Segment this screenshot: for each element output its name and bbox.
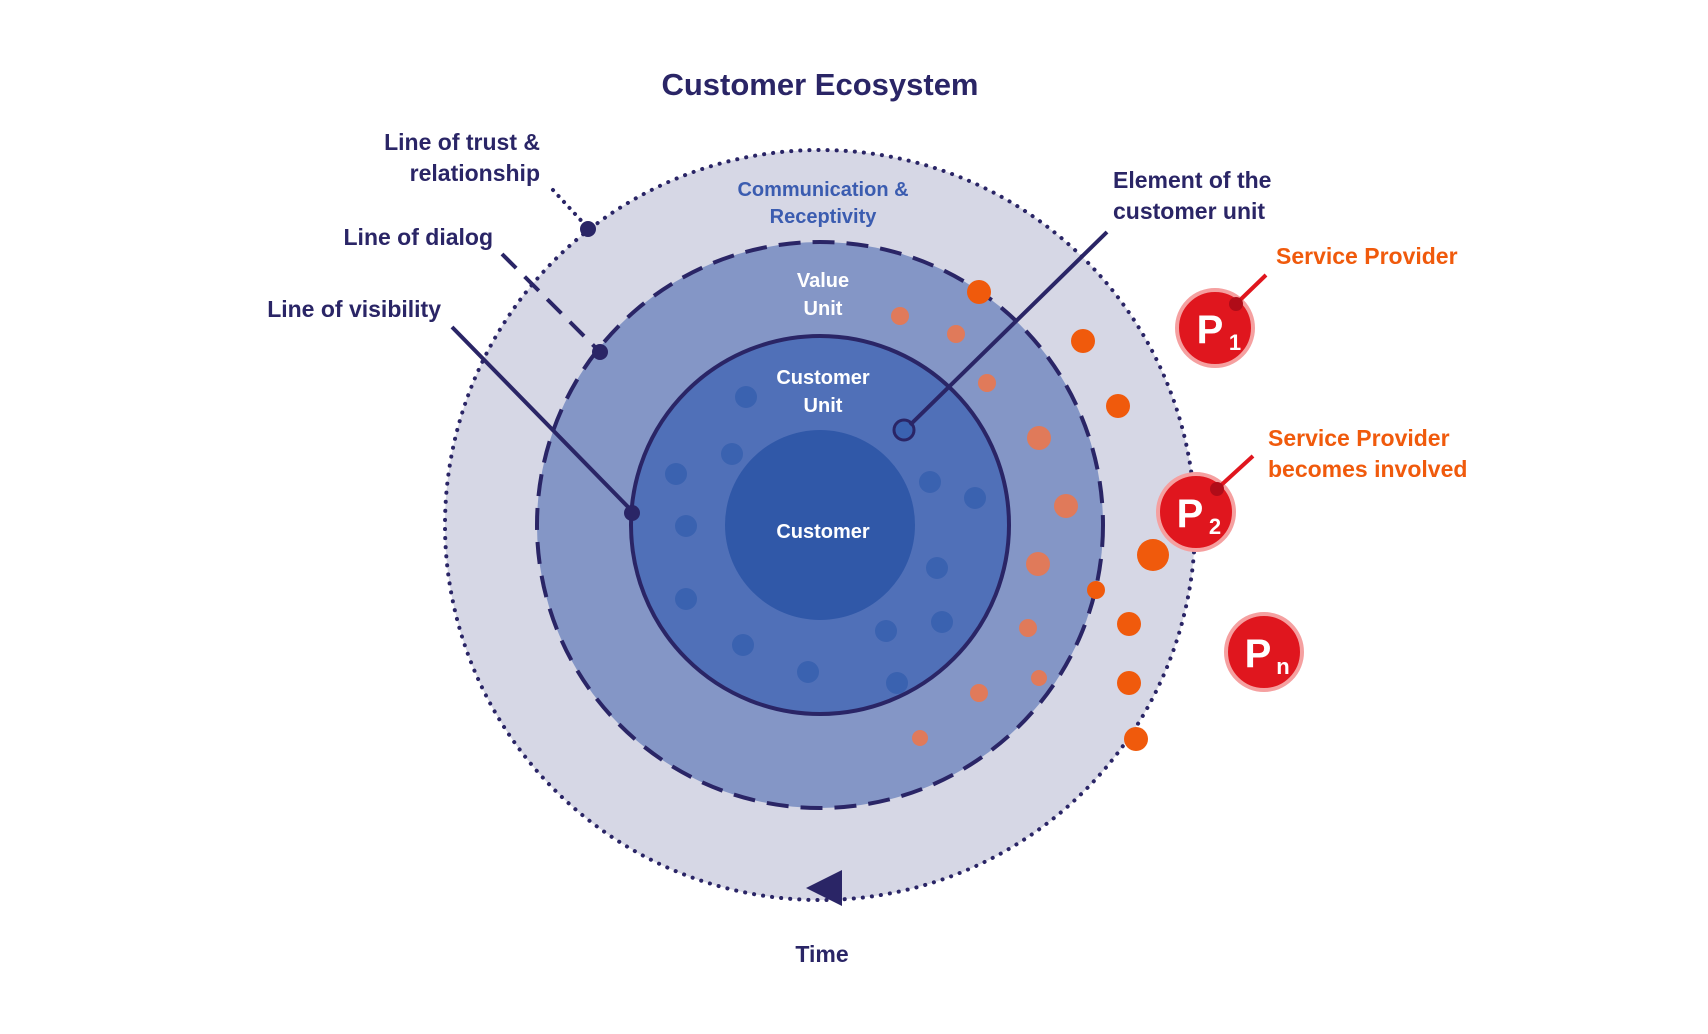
diagram-title: Customer Ecosystem xyxy=(661,67,978,102)
provider-dot xyxy=(1087,581,1105,599)
provider-pn-circle xyxy=(1224,612,1304,692)
provider-dot xyxy=(1117,671,1141,695)
p2-marker xyxy=(1210,482,1224,496)
provider-dot xyxy=(1137,539,1169,571)
customer-unit-dots xyxy=(665,386,986,694)
unit-dot xyxy=(886,672,908,694)
unit-dot xyxy=(665,463,687,485)
time-label: Time xyxy=(795,941,848,967)
provider-p2-letter: P xyxy=(1177,492,1204,536)
line-of-trust-label-1: Line of trust & xyxy=(384,129,540,155)
element-label-1: Element of the xyxy=(1113,167,1271,193)
service-provider-label: Service Provider xyxy=(1276,243,1458,269)
unit-dot xyxy=(964,487,986,509)
provider-dot xyxy=(1071,329,1095,353)
unit-dot xyxy=(875,620,897,642)
service-involved-label-2: becomes involved xyxy=(1268,456,1467,482)
dialog-leader xyxy=(500,252,600,352)
p1-marker xyxy=(1229,297,1243,311)
value-dot xyxy=(1027,426,1051,450)
provider-dot xyxy=(1106,394,1130,418)
customer-core xyxy=(725,430,915,620)
value-dot xyxy=(912,730,928,746)
unit-dot xyxy=(735,386,757,408)
provider-dot xyxy=(1117,612,1141,636)
p2-leader xyxy=(1216,454,1255,490)
element-dot xyxy=(892,418,916,442)
time-arrow-icon xyxy=(806,870,842,906)
unit-dot xyxy=(931,611,953,633)
unit-dot xyxy=(675,515,697,537)
visibility-leader xyxy=(450,325,634,513)
value-dot xyxy=(891,307,909,325)
line-of-visibility-label: Line of visibility xyxy=(267,296,441,322)
value-ring-dots xyxy=(891,307,1078,746)
value-unit-label-2: Unit xyxy=(804,298,843,320)
value-unit-label-1: Value xyxy=(797,270,849,292)
communication-label-2: Receptivity xyxy=(770,206,878,228)
provider-pn-sub: n xyxy=(1276,654,1289,679)
provider-dot xyxy=(1124,727,1148,751)
provider-pn: P n xyxy=(1224,612,1304,692)
line-of-trust-label-2: relationship xyxy=(410,160,540,186)
communication-label-1: Communication & xyxy=(737,179,908,201)
provider-dots xyxy=(967,280,1169,751)
provider-p2-sub: 2 xyxy=(1209,514,1221,539)
line-of-dialog-circle xyxy=(535,240,1105,810)
unit-dot xyxy=(721,443,743,465)
value-dot xyxy=(1026,552,1050,576)
p1-leader xyxy=(1235,273,1268,305)
unit-dot xyxy=(797,661,819,683)
customer-label: Customer xyxy=(776,521,870,543)
customer-unit-label-2: Unit xyxy=(804,395,843,417)
provider-pn-letter: P xyxy=(1245,632,1272,676)
line-of-dialog-label: Line of dialog xyxy=(344,224,494,250)
visibility-marker xyxy=(624,505,640,521)
value-dot xyxy=(1031,670,1047,686)
unit-dot xyxy=(919,471,941,493)
unit-dot xyxy=(675,588,697,610)
element-label-2: customer unit xyxy=(1113,198,1265,224)
value-dot xyxy=(978,374,996,392)
provider-dot xyxy=(967,280,991,304)
provider-p1-letter: P xyxy=(1197,308,1224,352)
element-leader xyxy=(908,230,1109,427)
value-dot xyxy=(1019,619,1037,637)
customer-unit-label-1: Customer xyxy=(776,367,870,389)
unit-dot xyxy=(732,634,754,656)
service-involved-label-1: Service Provider xyxy=(1268,425,1450,451)
value-dot xyxy=(1054,494,1078,518)
value-dot xyxy=(947,325,965,343)
trust-marker xyxy=(580,221,596,237)
dialog-marker xyxy=(592,344,608,360)
unit-dot xyxy=(926,557,948,579)
trust-leader xyxy=(551,188,590,230)
provider-p1-sub: 1 xyxy=(1229,330,1241,355)
value-dot xyxy=(970,684,988,702)
